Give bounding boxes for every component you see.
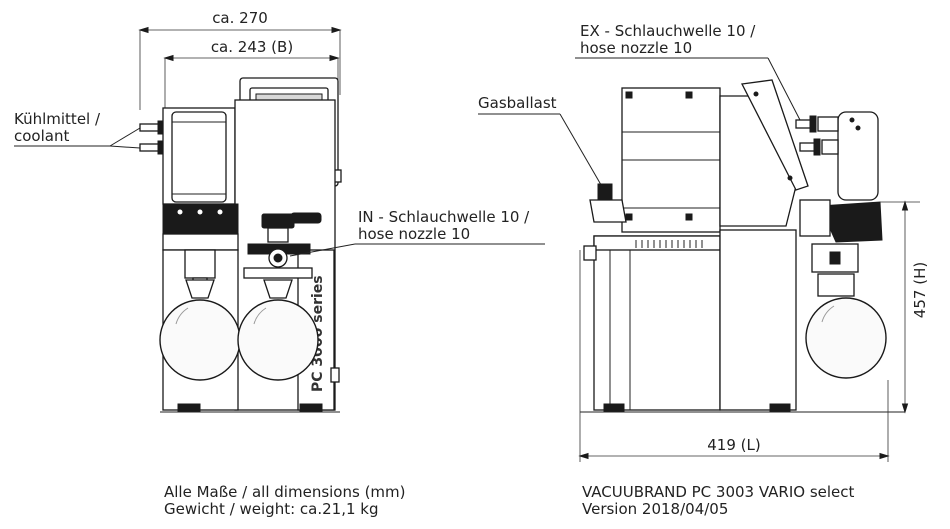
callout-gas-ballast: Gasballast bbox=[478, 94, 605, 191]
separator-flask-right bbox=[237, 279, 319, 381]
inlet-label-line2: hose nozzle 10 bbox=[358, 225, 470, 243]
side-feet bbox=[580, 403, 905, 413]
callout-inlet: IN - Schlauchwelle 10 / hose nozzle 10 bbox=[289, 208, 545, 257]
dimension-width-inner-label: ca. 243 (B) bbox=[211, 38, 293, 56]
exhaust-nozzles bbox=[795, 111, 879, 201]
inlet-nozzle-assembly bbox=[243, 212, 322, 279]
inlet-label-line1: IN - Schlauchwelle 10 / bbox=[358, 208, 530, 226]
side-view: EX - Schlauchwelle 10 / hose nozzle 10 G… bbox=[478, 22, 929, 462]
coolant-label-line2: coolant bbox=[14, 127, 69, 145]
side-base-housing bbox=[583, 229, 797, 411]
cooling-fins bbox=[635, 240, 703, 248]
footer-model-name: VACUUBRAND PC 3003 VARIO select bbox=[582, 483, 855, 501]
footer-dimensions-note: Alle Maße / all dimensions (mm) bbox=[164, 483, 406, 501]
side-flask-assembly bbox=[805, 243, 887, 379]
footer: Alle Maße / all dimensions (mm) Gewicht … bbox=[164, 483, 855, 518]
dimension-height-label: 457 (H) bbox=[911, 262, 929, 318]
front-feet bbox=[160, 403, 340, 413]
dimension-length-label: 419 (L) bbox=[707, 436, 760, 454]
coolant-nozzles bbox=[139, 120, 165, 155]
front-view: ca. 270 ca. 243 (B) Kühlmittel / coolant bbox=[14, 9, 545, 413]
exhaust-label-line1: EX - Schlauchwelle 10 / bbox=[580, 22, 756, 40]
dimension-height: 457 (H) bbox=[880, 200, 929, 414]
mounting-bracket bbox=[162, 203, 239, 251]
dimension-width-total-label: ca. 270 bbox=[212, 9, 268, 27]
gas-ballast-label: Gasballast bbox=[478, 94, 557, 112]
footer-version: Version 2018/04/05 bbox=[582, 500, 728, 518]
condenser-module bbox=[162, 107, 236, 205]
dimension-width-inner: ca. 243 (B) bbox=[163, 38, 340, 110]
gas-ballast-knob bbox=[589, 183, 627, 223]
motor-block bbox=[621, 87, 721, 233]
coolant-label-line1: Kühlmittel / bbox=[14, 110, 101, 128]
side-bracket bbox=[799, 199, 883, 243]
exhaust-label-line2: hose nozzle 10 bbox=[580, 39, 692, 57]
dimension-length: 419 (L) bbox=[578, 250, 890, 462]
dimension-width-total: ca. 270 bbox=[138, 9, 342, 110]
callout-exhaust: EX - Schlauchwelle 10 / hose nozzle 10 bbox=[575, 22, 801, 121]
callout-coolant: Kühlmittel / coolant bbox=[14, 110, 141, 149]
footer-weight-note: Gewicht / weight: ca.21,1 kg bbox=[164, 500, 379, 518]
side-controller bbox=[719, 79, 809, 227]
